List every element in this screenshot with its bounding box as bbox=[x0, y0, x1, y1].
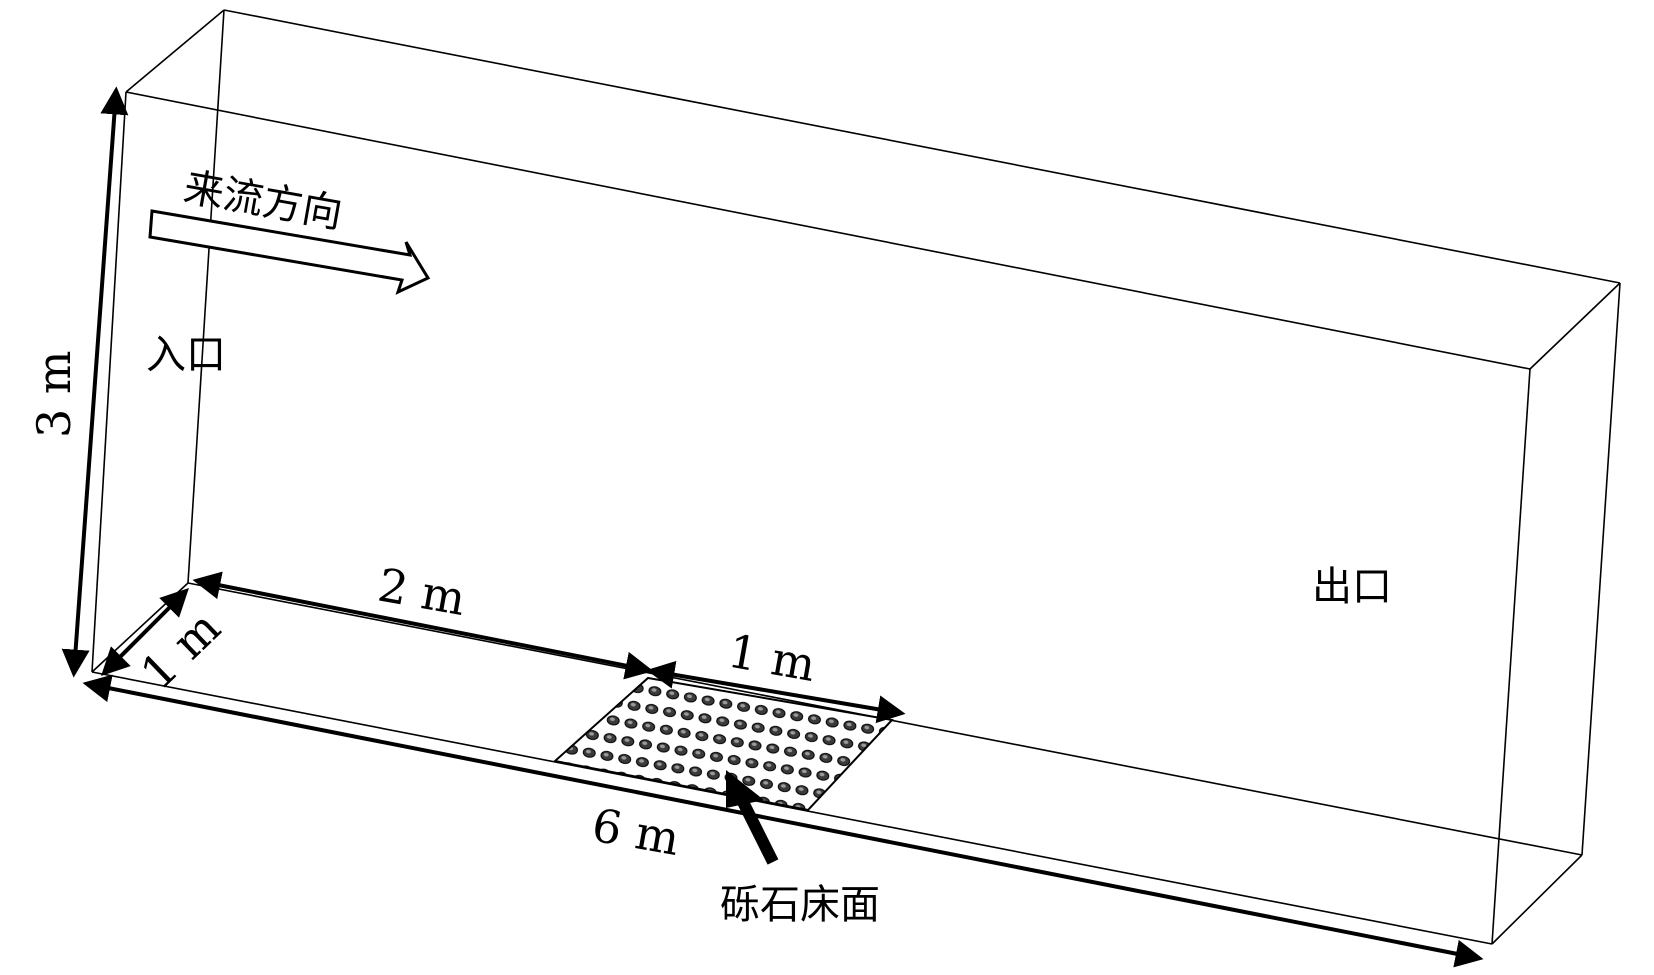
dimension-arrows bbox=[61, 86, 1484, 968]
upstream-length-label: 2 m bbox=[374, 558, 470, 626]
inlet-label: 入口 bbox=[146, 332, 226, 378]
flow-direction-arrow bbox=[148, 209, 431, 295]
flume-box bbox=[91, 9, 1621, 945]
height-dimension-label: 3 m bbox=[27, 350, 81, 438]
upstream-length-arrow bbox=[192, 571, 654, 680]
total-length-label: 6 m bbox=[588, 798, 684, 866]
height-arrow bbox=[61, 86, 129, 678]
gravel-bed bbox=[552, 676, 894, 812]
gravel-bed-pointer bbox=[726, 770, 779, 865]
width-dimension-label: 1 m bbox=[130, 600, 230, 700]
width-arrow bbox=[101, 588, 189, 676]
gravel-bed-label: 砾石床面 bbox=[720, 882, 880, 928]
bed-length-label: 1 m bbox=[724, 624, 820, 692]
outlet-label: 出口 bbox=[1312, 564, 1392, 610]
total-length-arrow bbox=[82, 674, 1484, 968]
